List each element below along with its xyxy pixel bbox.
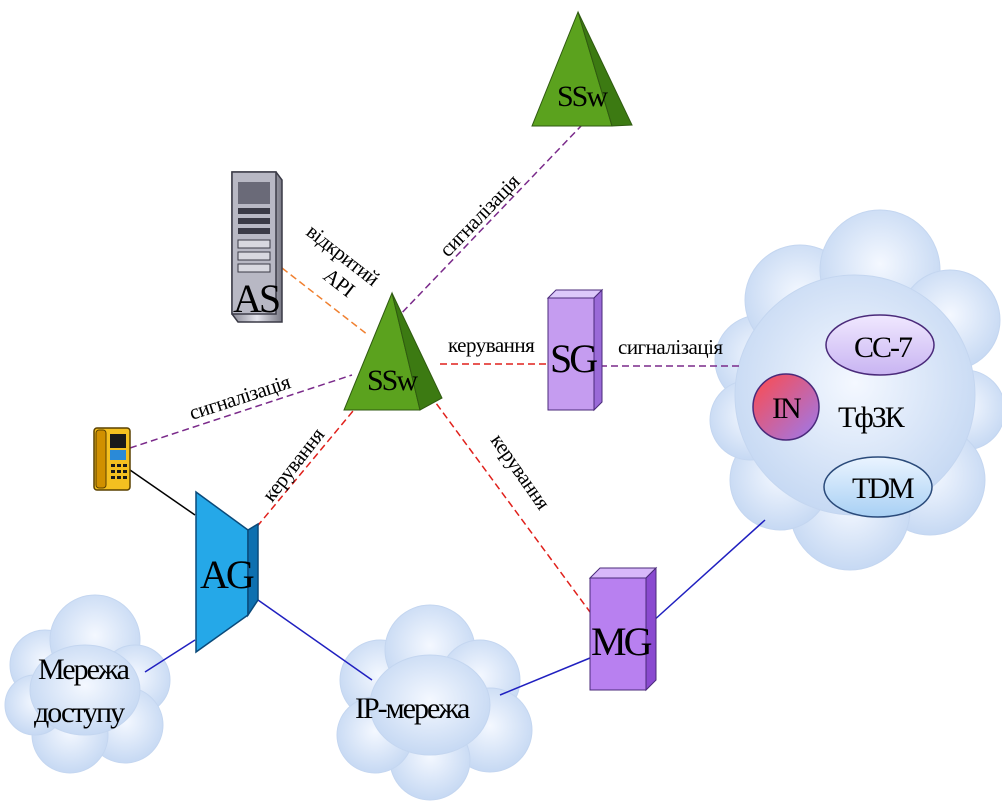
ssw-center-label: SSw (367, 364, 418, 397)
ip-network-cloud (336, 604, 533, 801)
as-label: AS (233, 276, 279, 321)
link-ip-mg (499, 657, 591, 696)
link-access-ag (144, 639, 196, 673)
softswitch-center[interactable]: SSw (343, 291, 443, 411)
links (129, 124, 766, 696)
access-network-cloud (4, 594, 171, 774)
cc7-label: CC-7 (854, 331, 913, 364)
link-label-ssw-sg: керування (448, 333, 535, 357)
link-label-phone-ssw: сигналізація (186, 369, 294, 424)
link-ag-ssw (249, 404, 359, 536)
ag-label: AG (200, 552, 254, 597)
link-phone-ssw (129, 374, 353, 449)
link-ag-ip (257, 599, 373, 681)
link-label-ssw-ssw: сигналізація (434, 169, 524, 262)
link-as-ssw (281, 267, 369, 336)
application-server[interactable]: AS (231, 171, 283, 323)
media-gateway[interactable]: MG (588, 566, 658, 692)
link-label-ssw-mg: керування (486, 429, 556, 514)
link-phone-ag (129, 469, 196, 516)
pstn-cloud (709, 209, 1002, 571)
mg-label: MG (591, 619, 652, 664)
telephone-icon[interactable] (93, 427, 131, 491)
link-label-sg-pstn: сигналізація (618, 335, 723, 359)
tdm-oval: TDM (823, 456, 933, 518)
in-label: IN (772, 392, 801, 425)
tdm-label: TDM (852, 472, 914, 505)
ssw-top-label: SSw (557, 80, 608, 113)
link-label-ag-ssw: керування (257, 423, 330, 506)
signaling-gateway[interactable]: SG (546, 288, 604, 412)
link-ssw-mg (429, 394, 591, 613)
access-gateway[interactable]: AG (195, 490, 259, 654)
access-network-label-line1: Мережа (38, 653, 130, 686)
cc7-oval: CC-7 (825, 314, 935, 376)
softswitch-top[interactable]: SSw (531, 10, 633, 127)
link-ssw-ssw (394, 124, 583, 321)
sg-label: SG (550, 336, 597, 381)
pstn-label: ТфЗК (838, 401, 906, 434)
in-circle: IN (752, 373, 820, 441)
access-network-label-line2: доступу (34, 696, 125, 729)
ip-network-label: IP-мережа (355, 692, 470, 725)
link-mg-pstn (651, 519, 766, 623)
